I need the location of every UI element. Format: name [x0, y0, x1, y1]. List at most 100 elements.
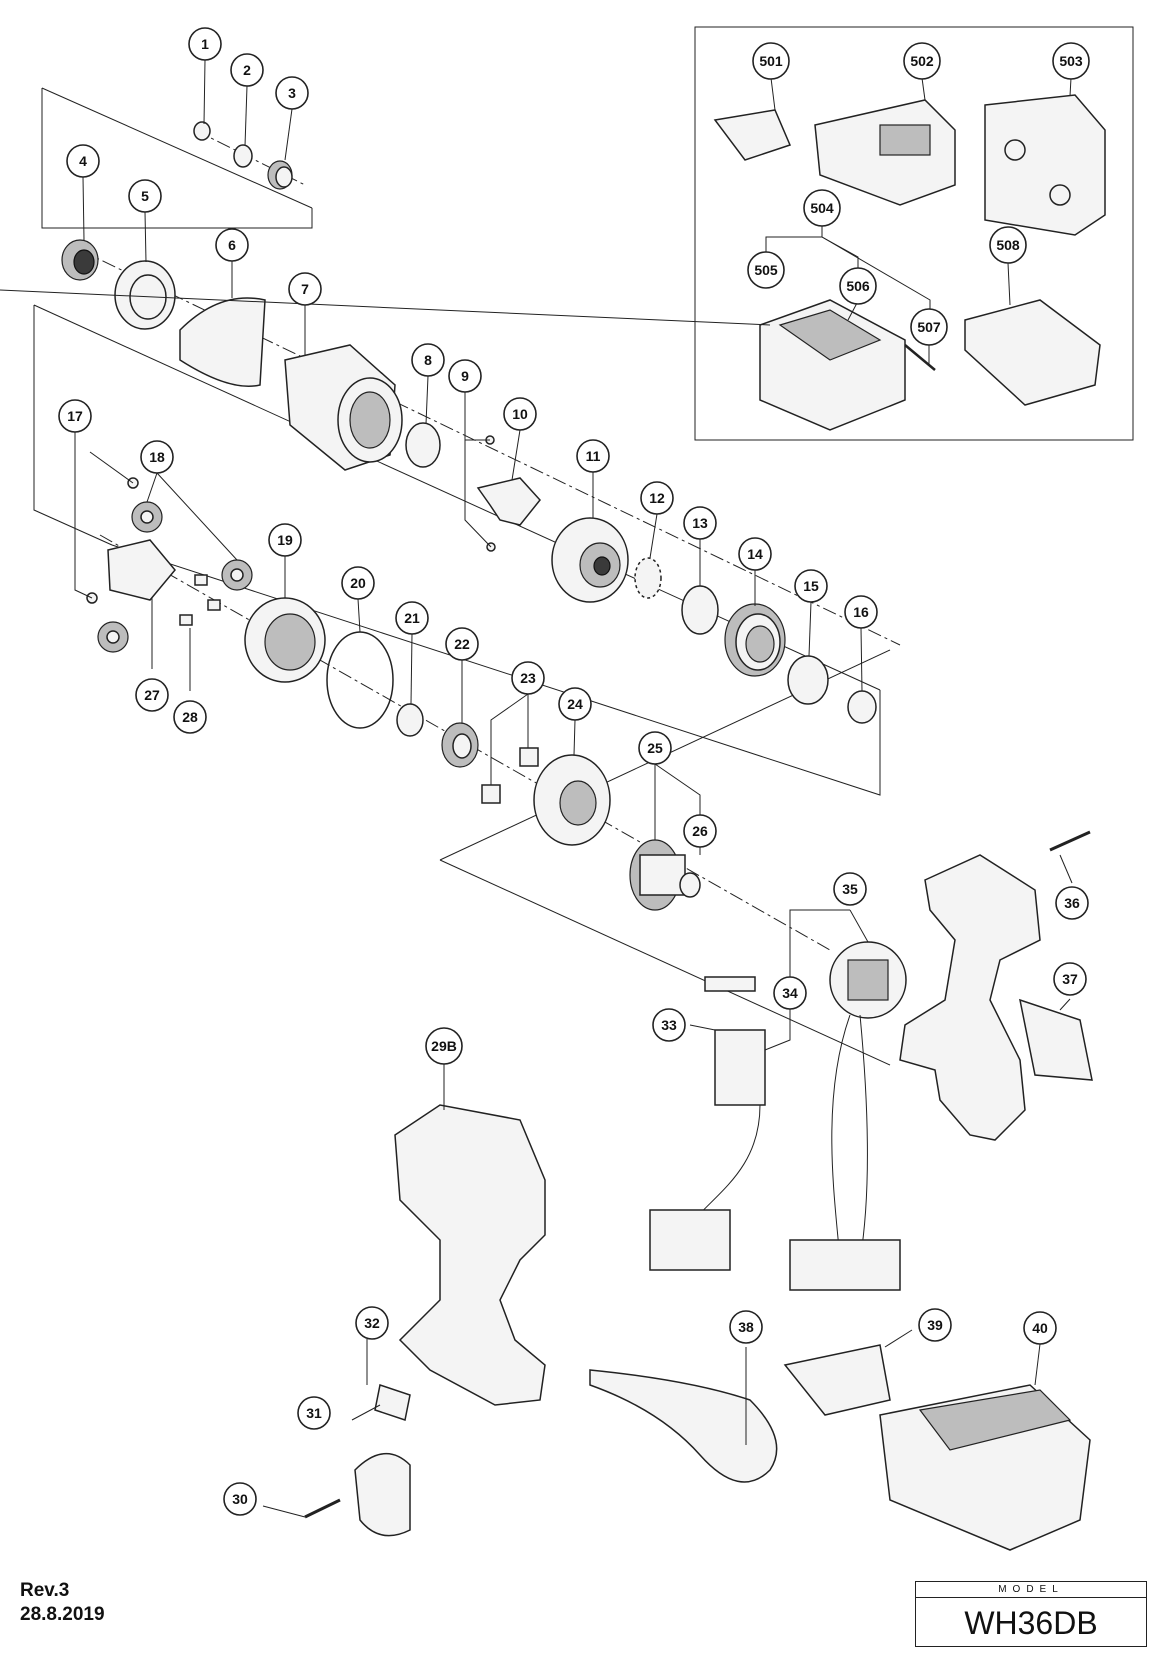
callout-5: 5 — [128, 179, 162, 213]
svg-text:31: 31 — [306, 1405, 322, 1421]
callout-22: 22 — [445, 627, 479, 661]
callout-18: 18 — [140, 440, 174, 474]
label-33-part — [704, 976, 756, 992]
callout-505: 505 — [747, 251, 785, 289]
callout-15: 15 — [794, 569, 828, 603]
callout-503: 503 — [1052, 42, 1090, 80]
ring-16-part — [847, 690, 877, 724]
svg-text:1: 1 — [201, 36, 209, 52]
revision-date: 28.8.2019 — [20, 1604, 105, 1625]
plate-32-part — [374, 1384, 411, 1421]
callout-501: 501 — [752, 42, 790, 80]
svg-text:32: 32 — [364, 1315, 380, 1331]
ball-bearing-part — [441, 722, 479, 768]
svg-text:20: 20 — [350, 575, 366, 591]
board-part — [649, 1209, 731, 1271]
hook-part — [354, 1452, 411, 1537]
callout-2: 2 — [230, 53, 264, 87]
bearing-holder-part — [533, 754, 611, 846]
callout-29B: 29B — [425, 1027, 463, 1065]
idle-gear-part — [97, 501, 253, 653]
callout-508: 508 — [989, 226, 1027, 264]
charger-part — [814, 99, 956, 206]
svg-text:2: 2 — [243, 62, 251, 78]
svg-text:40: 40 — [1032, 1320, 1048, 1336]
svg-text:10: 10 — [512, 406, 528, 422]
svg-text:502: 502 — [910, 53, 934, 69]
tapping-screw-part — [1049, 830, 1091, 852]
battery-part — [879, 1384, 1091, 1551]
callout-7: 7 — [288, 272, 322, 306]
accessory-frame — [694, 26, 1134, 441]
name-plate-part — [1019, 998, 1093, 1081]
svg-text:39: 39 — [927, 1317, 943, 1333]
svg-text:29B: 29B — [431, 1038, 457, 1054]
callout-11: 11 — [576, 439, 610, 473]
callout-17: 17 — [58, 399, 92, 433]
damper-part — [519, 747, 539, 767]
retaining-ring-part — [193, 121, 211, 141]
callout-9: 9 — [448, 359, 482, 393]
svg-text:36: 36 — [1064, 895, 1080, 911]
svg-text:4: 4 — [79, 153, 87, 169]
washer-8-part — [405, 422, 441, 468]
svg-text:18: 18 — [149, 449, 165, 465]
svg-text:30: 30 — [232, 1491, 248, 1507]
callout-14: 14 — [738, 537, 772, 571]
anvil-part — [476, 477, 541, 526]
callout-32: 32 — [355, 1306, 389, 1340]
callout-30: 30 — [223, 1482, 257, 1516]
callout-33: 33 — [652, 1008, 686, 1042]
callout-12: 12 — [640, 481, 674, 515]
svg-text:12: 12 — [649, 490, 665, 506]
callout-37: 37 — [1053, 962, 1087, 996]
callout-21: 21 — [395, 601, 429, 635]
svg-text:506: 506 — [846, 278, 870, 294]
callout-36: 36 — [1055, 886, 1089, 920]
svg-text:35: 35 — [842, 881, 858, 897]
svg-text:7: 7 — [301, 281, 309, 297]
svg-text:34: 34 — [782, 985, 798, 1001]
callout-25: 25 — [638, 731, 672, 765]
guide-part — [713, 109, 792, 161]
callout-39: 39 — [918, 1308, 952, 1342]
hammer-spring-part — [724, 603, 786, 677]
callout-27: 27 — [135, 678, 169, 712]
ring-part — [114, 260, 176, 330]
o-ring-part — [326, 631, 394, 729]
svg-text:23: 23 — [520, 670, 536, 686]
callout-16: 16 — [844, 595, 878, 629]
svg-text:6: 6 — [228, 237, 236, 253]
svg-text:501: 501 — [759, 53, 783, 69]
callout-504: 504 — [803, 189, 841, 227]
controller-part — [829, 941, 907, 1019]
inner-cover-part — [964, 299, 1101, 406]
spindle-part — [86, 477, 176, 604]
callout-38: 38 — [729, 1310, 763, 1344]
svg-text:27: 27 — [144, 687, 160, 703]
callout-10: 10 — [503, 397, 537, 431]
svg-text:37: 37 — [1062, 971, 1078, 987]
hammer-case-part — [284, 344, 403, 471]
svg-text:17: 17 — [67, 408, 83, 424]
washer-part — [233, 144, 253, 168]
model-label: MODEL — [916, 1583, 1146, 1598]
callout-4: 4 — [66, 144, 100, 178]
callout-35: 35 — [833, 872, 867, 906]
svg-text:22: 22 — [454, 636, 470, 652]
model-box: MODEL WH36DB — [915, 1581, 1147, 1647]
callout-3: 3 — [275, 76, 309, 110]
callout-506: 506 — [839, 267, 877, 305]
callout-502: 502 — [903, 42, 941, 80]
svg-text:504: 504 — [810, 200, 834, 216]
callout-28: 28 — [173, 700, 207, 734]
washer-15-part — [787, 655, 829, 705]
system-case-part — [759, 299, 906, 431]
svg-text:508: 508 — [996, 237, 1020, 253]
hammer-part — [551, 517, 629, 603]
revision-block: Rev.3 28.8.2019 — [20, 1579, 105, 1627]
svg-text:503: 503 — [1059, 53, 1083, 69]
callout-40: 40 — [1023, 1311, 1057, 1345]
